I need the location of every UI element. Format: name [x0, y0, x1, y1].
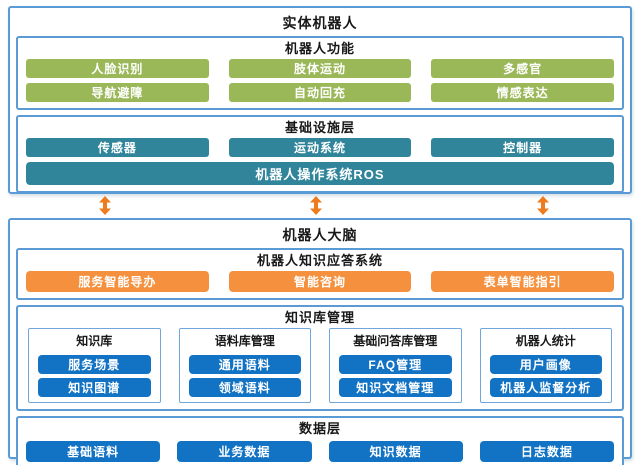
function-box: 自动回充: [228, 83, 412, 102]
infrastructure-box: 运动系统: [228, 138, 412, 157]
kb-item-box: FAQ管理: [339, 355, 452, 374]
kb-column-statistics: 机器人统计 用户画像 机器人监督分析: [479, 328, 612, 403]
infrastructure-row: 传感器 运动系统 控制器: [26, 138, 615, 157]
ros-bar: 机器人操作系统ROS: [26, 162, 614, 185]
data-box: 业务数据: [177, 441, 312, 462]
qa-system-panel: 机器人知识应答系统 服务智能导办 智能咨询 表单智能指引: [16, 248, 624, 300]
kb-item-box: 服务场景: [38, 355, 151, 374]
updown-arrow-icon: [310, 196, 322, 215]
kb-column-title: 基础问答库管理: [353, 334, 438, 348]
robot-brain-title: 机器人大脑: [282, 227, 358, 243]
kb-column-title: 机器人统计: [515, 334, 576, 348]
data-layer-row: 基础语料 业务数据 知识数据 日志数据: [26, 439, 614, 465]
kb-management-panel: 知识库管理 知识库 服务场景 知识图谱 语料库管理 通用语料 领域语料 基础问答…: [16, 305, 624, 411]
function-box: 人脸识别: [26, 59, 209, 78]
kb-item-box: 通用语料: [188, 355, 301, 374]
physical-robot-section: 实体机器人 机器人功能 人脸识别 肢体运动 多感官 导航避障 自动回充 情感表达…: [8, 6, 632, 194]
kb-column-corpus: 语料库管理 通用语料 领域语料: [178, 328, 311, 403]
kb-item-box: 用户画像: [489, 355, 602, 374]
kb-column-faq: 基础问答库管理 FAQ管理 知识文档管理: [329, 328, 462, 403]
infrastructure-box: 控制器: [431, 138, 615, 157]
qa-system-row: 服务智能导办 智能咨询 表单智能指引: [26, 271, 615, 292]
qa-service-box: 智能咨询: [228, 271, 412, 292]
function-box: 情感表达: [431, 83, 615, 102]
kb-columns: 知识库 服务场景 知识图谱 语料库管理 通用语料 领域语料 基础问答库管理 FA…: [26, 328, 614, 403]
data-box: 知识数据: [328, 441, 463, 462]
kb-item-box: 知识图谱: [38, 378, 151, 397]
kb-column-knowledge-base: 知识库 服务场景 知识图谱: [28, 328, 161, 403]
qa-service-box: 表单智能指引: [431, 271, 615, 292]
infrastructure-box: 传感器: [26, 138, 209, 157]
kb-column-title: 语料库管理: [214, 334, 275, 348]
data-box: 基础语料: [26, 441, 161, 462]
data-layer-panel: 数据层 基础语料 业务数据 知识数据 日志数据: [16, 416, 624, 465]
updown-arrow-icon: [537, 196, 549, 215]
qa-system-title: 机器人知识应答系统: [256, 253, 383, 268]
infrastructure-title: 基础设施层: [284, 120, 355, 135]
kb-item-box: 知识文档管理: [339, 378, 452, 397]
kb-item-box: 机器人监督分析: [489, 378, 602, 397]
robot-functions-title: 机器人功能: [284, 41, 355, 56]
robot-functions-panel: 机器人功能 人脸识别 肢体运动 多感官 导航避障 自动回充 情感表达: [16, 36, 624, 110]
functions-row-2: 导航避障 自动回充 情感表达: [26, 83, 615, 102]
functions-row-1: 人脸识别 肢体运动 多感官: [26, 59, 615, 78]
data-box: 日志数据: [479, 441, 614, 462]
data-layer-title: 数据层: [298, 421, 341, 436]
connection-arrows: [0, 196, 640, 216]
kb-column-title: 知识库: [76, 334, 113, 348]
qa-service-box: 服务智能导办: [26, 271, 209, 292]
infrastructure-panel: 基础设施层 传感器 运动系统 控制器 机器人操作系统ROS: [16, 115, 624, 193]
function-box: 多感官: [431, 59, 615, 78]
function-box: 导航避障: [26, 83, 209, 102]
robot-brain-section: 机器人大脑 机器人知识应答系统 服务智能导办 智能咨询 表单智能指引 知识库管理…: [8, 218, 632, 465]
kb-item-box: 领域语料: [188, 378, 301, 397]
physical-robot-title: 实体机器人: [282, 15, 358, 31]
kb-management-title: 知识库管理: [284, 310, 355, 325]
updown-arrow-icon: [99, 196, 111, 215]
function-box: 肢体运动: [228, 59, 412, 78]
